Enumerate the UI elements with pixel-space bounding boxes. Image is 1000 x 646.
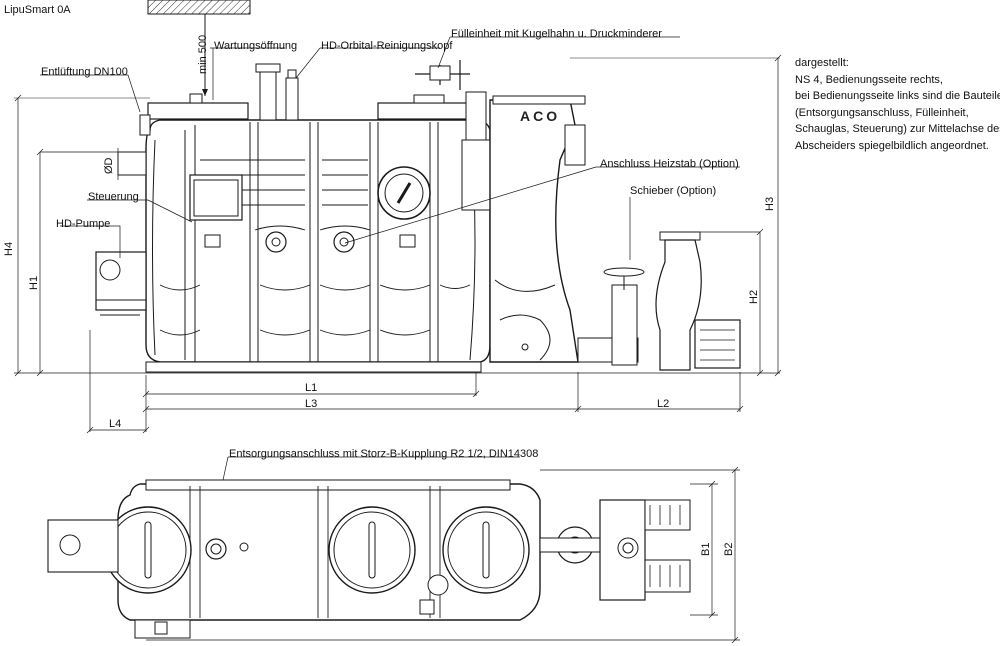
dim-h1: H1: [28, 275, 40, 290]
dim-l2: L2: [657, 398, 670, 410]
label-heizstab: Anschluss Heizstab (Option): [600, 158, 739, 170]
note-line: bei Bedienungsseite links sind die Baute…: [795, 90, 1000, 102]
front-view: [14, 57, 780, 374]
dim-h4: H4: [3, 241, 15, 256]
dim-h3: H3: [764, 196, 776, 211]
drawing-title: LipuSmart 0A: [4, 4, 71, 16]
note-block: dargestellt: NS 4, Bedienungsseite recht…: [795, 55, 1000, 154]
aco-logo: ACO: [520, 108, 561, 124]
label-fuelleinheit: Fülleinheit mit Kugelhahn u. Druckminder…: [451, 28, 662, 40]
dim-b1: B1: [700, 542, 712, 556]
label-steuerung: Steuerung: [88, 191, 139, 203]
label-hd-pumpe: HD-Pumpe: [56, 218, 111, 230]
dim-l3: L3: [305, 398, 318, 410]
dim-min500: min 500: [197, 34, 209, 74]
dim-b2: B2: [723, 542, 735, 556]
note-line: Schauglas, Steuerung) zur Mittelachse de…: [795, 123, 1000, 135]
label-orbital-reinigungskopf: HD-Orbital-Reinigungskopf: [321, 40, 453, 52]
dim-h2: H2: [748, 289, 760, 304]
dim-od: ØD: [103, 157, 115, 175]
dim-l4: L4: [109, 418, 122, 430]
label-entlueftung: Entlüftung DN100: [41, 66, 128, 78]
dim-l1: L1: [305, 382, 318, 394]
note-line: (Entsorgungsanschluss, Fülleinheit,: [795, 106, 969, 119]
dimension-lines: [14, 54, 782, 434]
top-dimension-lines: [540, 466, 740, 644]
note-line: NS 4, Bedienungsseite rechts,: [795, 73, 943, 86]
note-line: dargestellt:: [795, 57, 849, 69]
note-line: Abscheiders spiegelbildlich angeordnet.: [795, 139, 989, 152]
top-view: [47, 479, 740, 641]
label-wartungsoeffnung: Wartungsöffnung: [214, 40, 298, 52]
ceiling-hatch: [147, 0, 251, 96]
label-schieber: Schieber (Option): [630, 185, 717, 197]
label-entsorgungsanschluss: Entsorgungsanschluss mit Storz-B-Kupplun…: [229, 448, 539, 460]
